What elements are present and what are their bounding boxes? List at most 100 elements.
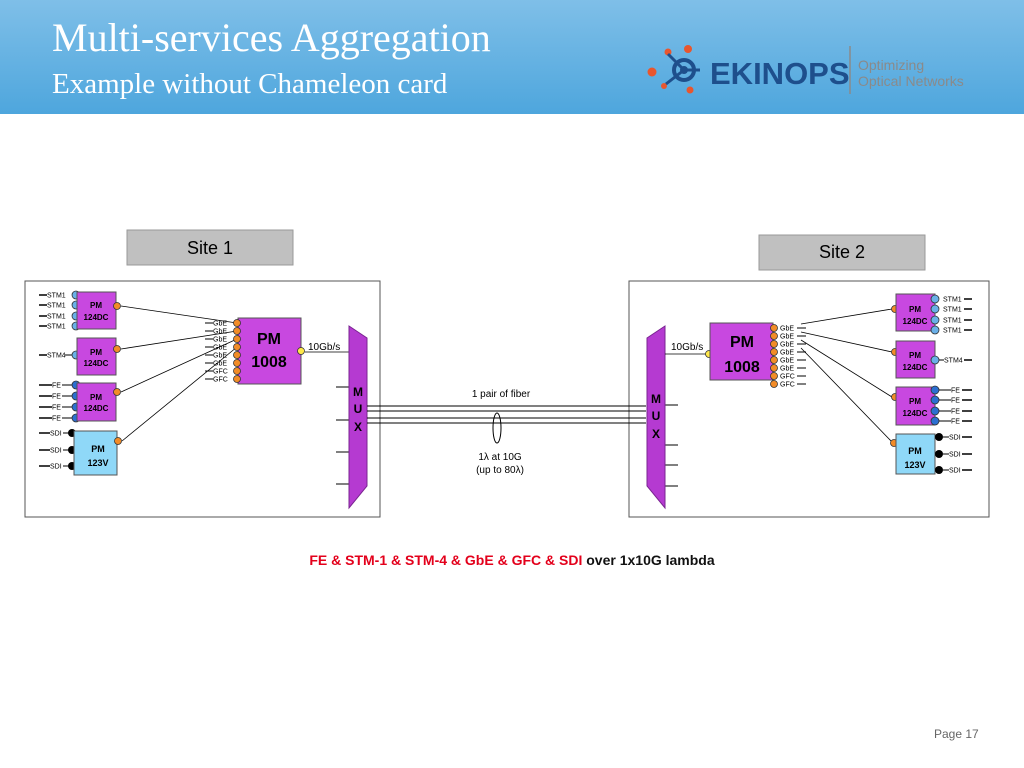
port-label: GFC [780,382,795,389]
port-label: STM1 [943,307,962,314]
port-label: GFC [213,377,228,384]
module-name: PM [909,305,921,314]
module-model: 124DC [84,359,109,368]
module-model: 123V [904,460,925,470]
module-model: 124DC [903,409,928,418]
site1-pm1008-port-dots [233,319,241,383]
port-label: GbE [780,326,794,333]
module-model: 124DC [903,363,928,372]
module-model: 123V [87,458,108,468]
port-label: SDI [949,452,961,459]
port-label: STM1 [943,297,962,304]
site1-sdi-ports: SDI SDI SDI [39,429,76,471]
site1-label-text: Site 1 [187,238,233,258]
site1-box [24,280,381,518]
site1-stm1-ports: STM1 STM1 STM1 STM1 [39,290,81,331]
page-number: Page 17 [934,727,979,741]
site2-pm1008-ports: GbE GbE GbE GbE GbE GbE GFC GFC [780,326,806,389]
logo-tagline-1: Optimizing [858,57,924,73]
site2-sdi-ports: SDI SDI SDI [935,433,972,475]
port-label: FE [951,409,960,416]
port-label: GbE [213,337,227,344]
port-label: STM1 [47,293,66,300]
mux-letter: X [354,420,362,434]
port-label: GFC [213,369,228,376]
header-band: Multi-services Aggregation Example witho… [0,0,1024,114]
site2-pm124dc-stm1: PM 124DC [891,293,936,332]
port-label: FE [52,405,61,412]
molecule-icon [647,45,700,94]
module-model: 124DC [84,404,109,413]
module-name: PM [91,444,105,454]
port-label: GFC [780,374,795,381]
port-label: STM1 [47,324,66,331]
site1-trib-links [120,305,238,442]
fiber-label: 1 pair of fiber [472,389,531,400]
slide-subtitle: Example without Chameleon card [52,68,448,100]
port-label: SDI [949,435,961,442]
module-name: PM [909,351,921,360]
site2-pm1008: 10Gb/s PM 1008 GbE GbE GbE GbE GbE GbE G… [665,322,806,389]
module-name: PM [730,334,754,351]
site2-label-text: Site 2 [819,242,865,262]
site1-pm1008-ports: GbE GbE GbE GbE GbE GbE GFC GFC [205,321,228,384]
port-label: GbE [213,329,227,336]
site2-pm124dc-fe: PM 124DC [891,386,936,426]
caption-suffix: over 1x10G lambda [582,552,715,568]
site2-stm4-port: STM4 [930,355,972,365]
uplink-label: 10Gb/s [671,342,703,353]
site1-mux: M U X [336,325,368,510]
slide-title: Multi-services Aggregation [52,15,491,60]
lambda-label-1: 1λ at 10G [478,452,522,463]
port-label: FE [951,398,960,405]
module-name: PM [90,393,102,402]
site2-label: Site 2 [758,234,926,271]
lambda-label-2: (up to 80λ) [476,465,524,476]
port-label: SDI [50,431,62,438]
port-label: STM1 [47,303,66,310]
module-name: PM [90,348,102,357]
port-label: FE [52,416,61,423]
port-label: FE [951,419,960,426]
port-label: GbE [780,366,794,373]
module-model: 1008 [251,354,287,371]
port-label: GbE [780,334,794,341]
module-model: 124DC [84,313,109,322]
module-name: PM [908,446,922,456]
port-label: FE [52,383,61,390]
module-model: 1008 [724,359,760,376]
site2-fe-ports: FE FE FE FE [930,385,972,426]
port-label: GbE [213,353,227,360]
mux-letter: M [353,385,363,399]
caption-services: FE & STM-1 & STM-4 & GbE & GFC & SDI [309,552,583,568]
module-model: 124DC [903,317,928,326]
port-label: STM1 [943,318,962,325]
site2-pm1008-port-dots [770,324,778,388]
logo-brand: EKINOPS [710,56,850,91]
site1-pm124dc-stm1: PM 124DC [76,291,121,330]
port-label: GbE [213,321,227,328]
site1-pm1008: GbE GbE GbE GbE GbE GbE GFC GFC PM 1008 [205,317,349,385]
site1-fe-ports: FE FE FE FE [39,380,81,423]
site2-pm123v: PM 123V [890,433,936,475]
port-label: FE [52,394,61,401]
module-name: PM [909,397,921,406]
port-label: STM1 [47,314,66,321]
port-label: SDI [949,468,961,475]
uplink-label: 10Gb/s [308,342,340,353]
logo-tagline-2: Optical Networks [858,73,964,89]
mux-letter: U [354,402,363,416]
mux-letter: X [652,427,660,441]
port-label: STM4 [944,358,963,365]
mux-letter: M [651,392,661,406]
site2-mux: M U X [646,325,678,510]
port-label: GbE [213,361,227,368]
site1-pm123v: PM 123V [73,430,122,476]
port-label: GbE [780,358,794,365]
port-label: SDI [50,464,62,471]
mux-letter: U [652,409,661,423]
port-label: GbE [780,350,794,357]
port-label: GbE [780,342,794,349]
site1-stm4-port: STM4 [39,350,81,360]
